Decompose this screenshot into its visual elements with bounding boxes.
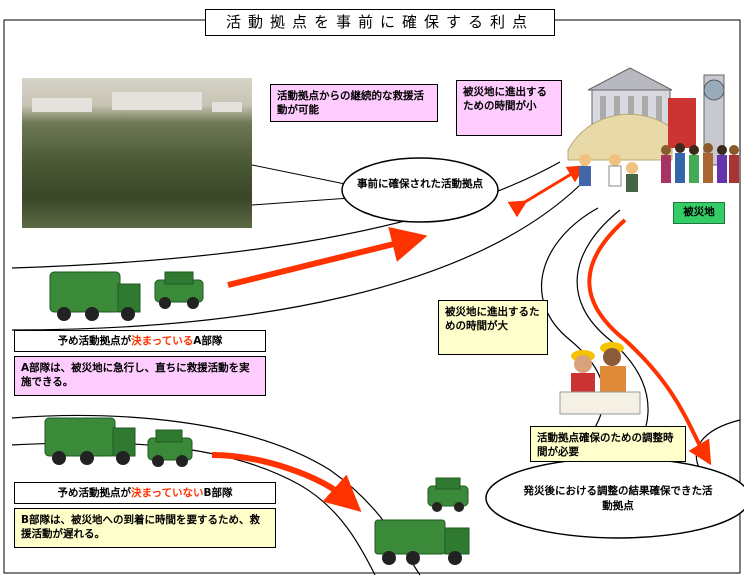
jeep-b: [147, 429, 193, 467]
disaster-area-illustration: [567, 67, 725, 166]
pre-secured-base-ellipse: [341, 157, 499, 223]
unit-a-prefix: 予め活動拠点が: [57, 335, 132, 347]
arrow-long-detour: [587, 218, 712, 466]
adjust-time-box: 活動拠点確保のための調整時間が必要: [530, 426, 686, 462]
rescuers-icon: [579, 154, 638, 192]
arrow-b-route: [211, 452, 362, 512]
jeep-a: [154, 271, 204, 309]
truck-b-large: [44, 417, 136, 465]
time-large-box: 被災地に進出するための時間が大: [438, 300, 548, 355]
unit-a-description: A部隊は、被災地に急行し、直ちに救援活動を実施できる。: [14, 356, 266, 396]
pre-secured-base-label: 事前に確保された活動拠点: [357, 178, 483, 190]
base-photo: [22, 78, 252, 228]
unit-a-highlight: 決まっている: [131, 335, 194, 347]
unit-a-suffix: A部隊: [193, 335, 223, 347]
continuous-activity-box: 活動拠点からの継続的な救援活動が可能: [270, 84, 438, 122]
unit-b-suffix: B部隊: [203, 487, 233, 499]
double-arrow-short: [507, 165, 586, 218]
crowd-icon: [661, 143, 739, 183]
post-secured-base-label: 発災後における調整の結果確保できた活動拠点: [523, 485, 713, 512]
connector-line: [251, 164, 351, 186]
road-edge: [695, 419, 741, 471]
unit-b-description: B部隊は、被災地への到着に時間を要するため、救援活動が遅れる。: [14, 508, 276, 548]
arrow-a-route: [227, 226, 428, 288]
truck-at-base: [374, 519, 470, 565]
engineers-with-plan-icon: [559, 342, 641, 415]
time-small-box: 被災地に進出するための時間が小: [456, 80, 562, 136]
unit-a-title: 予め活動拠点が決まっているA部隊: [14, 330, 266, 352]
connector-line: [251, 197, 351, 206]
unit-b-title: 予め活動拠点が決まっていないB部隊: [14, 482, 276, 504]
disaster-area-label: 被災地: [673, 202, 725, 224]
upper-road-edge: [11, 184, 581, 331]
truck-a-large: [49, 271, 141, 321]
unit-b-prefix: 予め活動拠点が: [57, 487, 131, 499]
jeep-at-base: [427, 477, 469, 512]
page-title: 活動拠点を事前に確保する利点: [205, 9, 555, 36]
unit-b-highlight: 決まっていない: [130, 487, 204, 499]
